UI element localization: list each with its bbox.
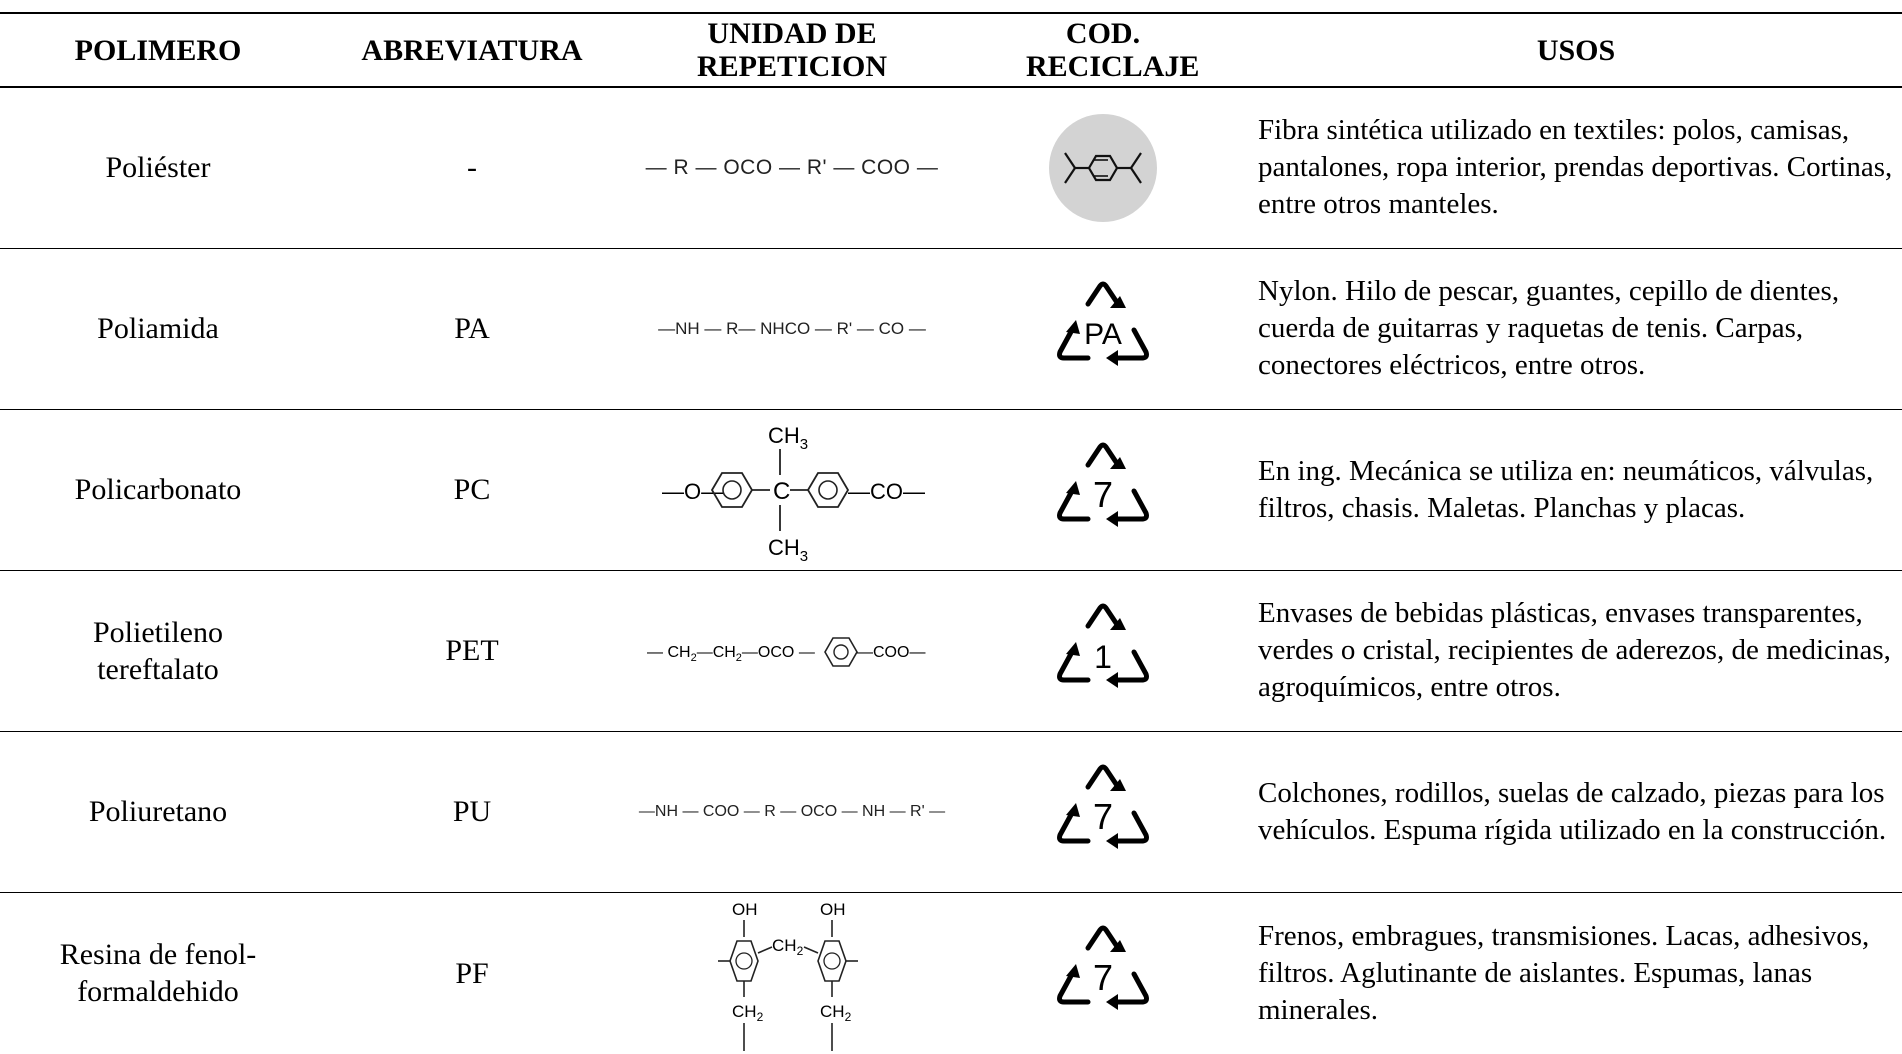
recycle-triangle-icon: 7: [1057, 925, 1149, 1011]
formula-right: —CO—: [848, 479, 925, 504]
polymer-name: Policarbonato: [0, 409, 316, 571]
table-row: Resina de fenol-formaldehido PF OH CH2 C…: [0, 892, 1902, 1054]
uses-text: Fibra sintética utilizado en textiles: p…: [1250, 87, 1902, 249]
polymer-name: Polietileno tereftalato: [0, 570, 316, 732]
repeat-unit: —NH — COO — R — OCO — NH — R' —: [628, 731, 956, 893]
formula-sub-left: CH2: [732, 1002, 764, 1024]
recycle-triangle-icon: 7: [1057, 764, 1149, 849]
formula-text: —NH — COO — R — OCO — NH — R' —: [638, 802, 946, 820]
recycle-label: 7: [1093, 474, 1113, 515]
recycle-label: 7: [1093, 796, 1113, 837]
formula-bottom: CH3: [768, 535, 808, 565]
formula-bridge: CH2: [772, 936, 804, 958]
formula-text: —NH — R— NHCO — R' — CO —: [658, 318, 926, 338]
abbreviation: -: [316, 87, 628, 249]
recycle-label: PA: [1084, 318, 1122, 351]
polymer-name: Resina de fenol-formaldehido: [59, 938, 257, 1009]
table-row: Poliuretano PU —NH — COO — R — OCO — NH …: [0, 731, 1902, 893]
repeat-unit: —NH — R— NHCO — R' — CO —: [628, 248, 956, 410]
polymer-name: Poliuretano: [0, 731, 316, 893]
formula-oh-left: OH: [732, 900, 758, 919]
table-row: Policarbonato PC —O— C CH3 CH3: [0, 409, 1902, 571]
repeat-unit: —O— C CH3 CH3 —CO—: [628, 409, 956, 571]
recycle-triangle-icon: 7: [1057, 442, 1149, 527]
uses-text: Colchones, rodillos, suelas de calzado, …: [1250, 731, 1902, 893]
recycle-triangle-icon: 1: [1057, 603, 1149, 688]
recycle-code: 7: [956, 892, 1250, 1054]
header-recycle-code: COD. RECICLAJE: [956, 12, 1250, 88]
formula-right: —COO—: [857, 644, 925, 661]
recycle-code: 7: [956, 409, 1250, 571]
formula-text: — R — OCO — R' — COO —: [645, 155, 939, 179]
formula-left: — CH2—CH2—OCO —: [647, 644, 815, 664]
uses-text: Envases de bebidas plásticas, envases tr…: [1250, 570, 1902, 732]
pet-formula: — CH2—CH2—OCO — —COO—: [647, 636, 925, 667]
formula-sub-right: CH2: [820, 1002, 852, 1024]
recycle-code: 1: [956, 570, 1250, 732]
uses-text: Nylon. Hilo de pescar, guantes, cepillo …: [1250, 248, 1902, 410]
uses-text: En ing. Mecánica se utiliza en: neumátic…: [1250, 409, 1902, 571]
polycarbonate-formula: —O— C CH3 CH3 —CO—: [662, 423, 925, 565]
formula-center: C: [773, 478, 790, 505]
recycle-label: 7: [1093, 957, 1113, 998]
header-abbreviation: ABREVIATURA: [316, 12, 628, 88]
polymer-name: Poliamida: [0, 248, 316, 410]
recycle-triangle-icon: PA: [1057, 281, 1149, 366]
header-repeat-unit: UNIDAD DE REPETICION: [628, 12, 956, 88]
abbreviation: PET: [316, 570, 628, 732]
repeat-unit: — R — OCO — R' — COO —: [628, 87, 956, 249]
header-polymer: POLIMERO: [0, 12, 316, 88]
recycle-code: [956, 87, 1250, 249]
abbreviation: PC: [316, 409, 628, 571]
abbreviation: PA: [316, 248, 628, 410]
header-uses: USOS: [1250, 12, 1902, 88]
table-row: Polietileno tereftalato PET — CH2—CH2—OC…: [0, 570, 1902, 732]
table-row: Poliéster - — R — OCO — R' — COO —: [0, 87, 1902, 249]
table-row: Poliamida PA —NH — R— NHCO — R' — CO —: [0, 248, 1902, 410]
repeat-unit: OH CH2 CH2 OH: [628, 892, 956, 1054]
recycle-label: 1: [1094, 639, 1112, 675]
polymer-name: Poliéster: [0, 87, 316, 249]
polymer-table: POLIMERO ABREVIATURA UNIDAD DE REPETICIO…: [0, 12, 1902, 1054]
abbreviation: PU: [316, 731, 628, 893]
header-row: POLIMERO ABREVIATURA UNIDAD DE REPETICIO…: [0, 12, 1902, 88]
recycle-code: PA: [956, 248, 1250, 410]
hexagon-benzene-icon: [1049, 113, 1157, 222]
formula-top: CH3: [768, 423, 808, 453]
abbreviation: PF: [455, 956, 489, 990]
phenol-formaldehyde-formula: OH CH2 CH2 OH: [718, 900, 858, 1052]
uses-text: Frenos, embragues, transmisiones. Lacas,…: [1258, 919, 1870, 1026]
recycle-code: 7: [956, 731, 1250, 893]
repeat-unit: — CH2—CH2—OCO — —COO—: [628, 570, 956, 732]
formula-oh-right: OH: [820, 900, 846, 919]
formula-left: —O—: [662, 479, 723, 504]
